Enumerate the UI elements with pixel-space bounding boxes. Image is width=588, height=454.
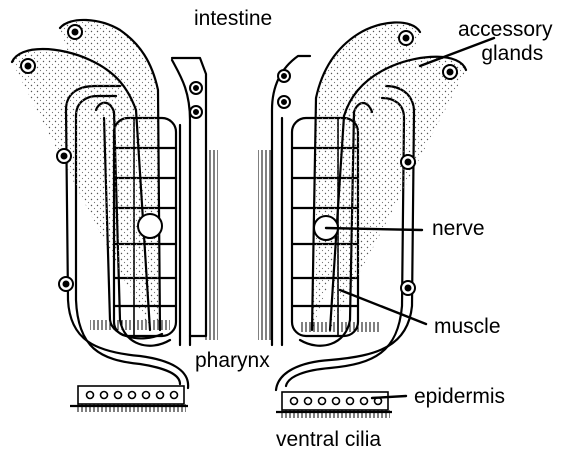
label-muscle: muscle (434, 316, 501, 337)
label-intestine: intestine (194, 8, 272, 29)
label-accessory: accessory (458, 18, 553, 42)
label-ventral-cilia: ventral cilia (276, 429, 381, 450)
label-nerve: nerve (432, 218, 485, 239)
label-pharynx: pharynx (195, 350, 270, 371)
label-epidermis: epidermis (414, 386, 505, 407)
label-accessory-glands: accessory glands (458, 18, 553, 65)
label-glands: glands (458, 42, 553, 66)
